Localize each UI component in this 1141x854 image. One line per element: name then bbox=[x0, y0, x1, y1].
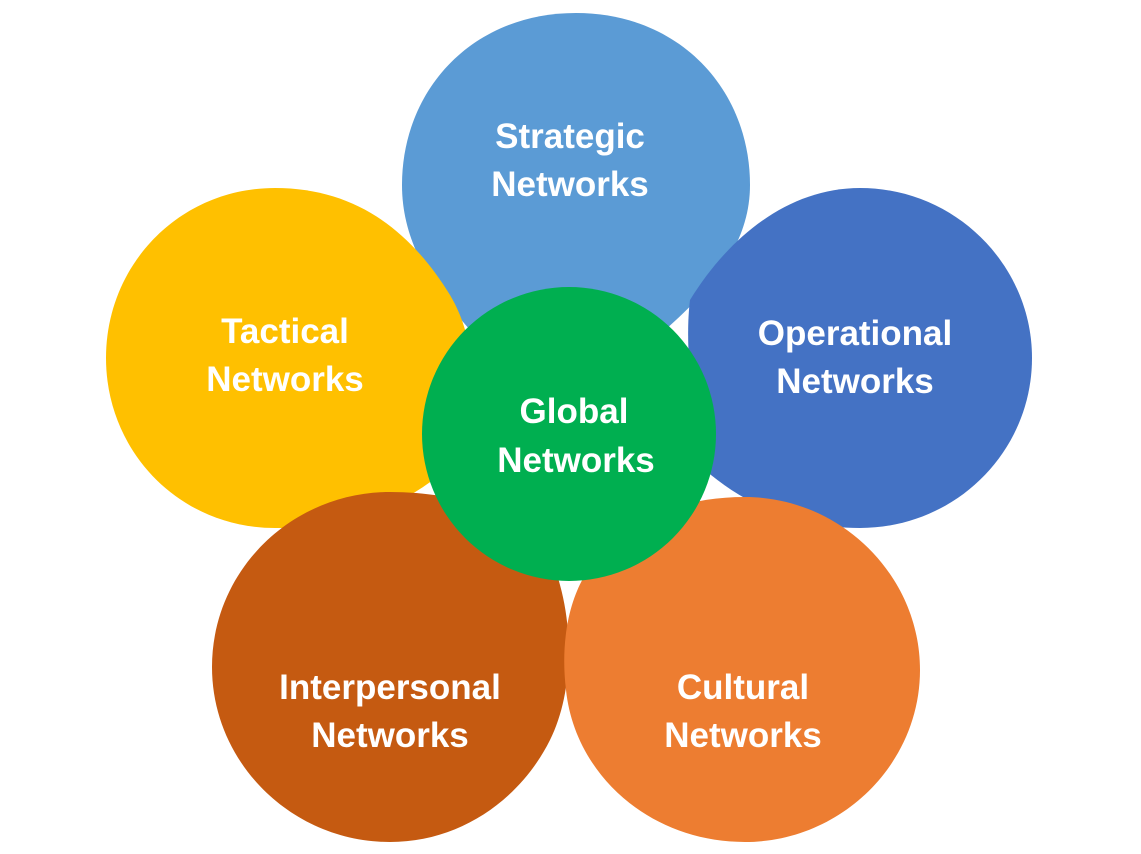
petal-cultural-label-line1: Cultural bbox=[677, 668, 809, 707]
center-global-label-line2: Networks bbox=[497, 441, 655, 480]
center-global-shape bbox=[422, 287, 716, 581]
petal-strategic-label-line1: Strategic bbox=[495, 117, 645, 156]
petal-operational-label-line2: Networks bbox=[776, 362, 934, 401]
petal-tactical-label-line2: Networks bbox=[206, 360, 364, 399]
petal-operational-shape bbox=[688, 188, 1032, 528]
petal-strategic-label-line2: Networks bbox=[491, 165, 649, 204]
petal-cultural-label-line2: Networks bbox=[664, 716, 822, 755]
center-global-label-line1: Global bbox=[520, 392, 629, 431]
center-global: Global Networks bbox=[422, 287, 716, 581]
petal-tactical: Tactical Networks bbox=[106, 188, 472, 528]
petal-interpersonal-label-line1: Interpersonal bbox=[279, 668, 501, 707]
petal-tactical-shape bbox=[106, 188, 472, 528]
petal-tactical-label-line1: Tactical bbox=[221, 312, 349, 351]
petal-interpersonal-label-line2: Networks bbox=[311, 716, 469, 755]
petal-strategic-shape bbox=[402, 13, 750, 330]
petal-cultural-shape bbox=[564, 497, 920, 842]
petal-interpersonal-shape bbox=[212, 492, 569, 842]
petal-strategic: Strategic Networks bbox=[402, 13, 750, 330]
petal-interpersonal: Interpersonal Networks bbox=[212, 492, 569, 842]
petal-operational-label-line1: Operational bbox=[758, 314, 952, 353]
petal-operational: Operational Networks bbox=[688, 188, 1032, 528]
petal-cultural: Cultural Networks bbox=[564, 497, 920, 842]
